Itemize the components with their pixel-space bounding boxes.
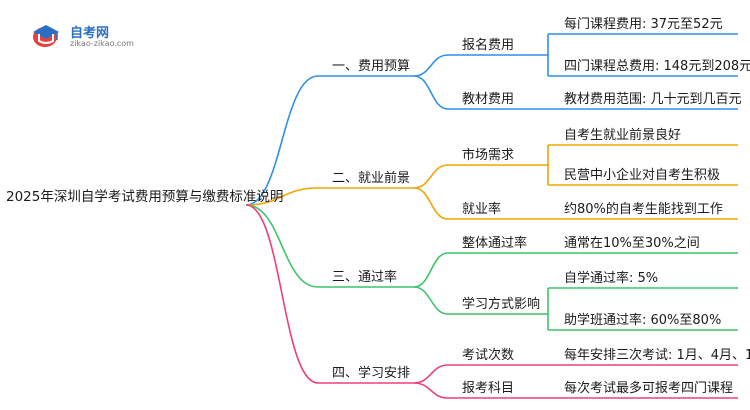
branch-topic: 三、通过率 bbox=[332, 269, 397, 285]
leaf-detail: 民营中小企业对自考生积极 bbox=[564, 167, 720, 183]
subtopic-connector bbox=[413, 364, 449, 384]
subtopic: 市场需求 bbox=[462, 147, 514, 163]
leaf-detail: 自考生就业前景良好 bbox=[564, 127, 681, 143]
leaf-detail: 自学通过率: 5% bbox=[564, 270, 658, 286]
logo-site-url: zikao-zikao.com bbox=[70, 39, 134, 48]
leaf-detail: 每年安排三次考试: 1月、4月、10月 bbox=[564, 347, 750, 363]
branch-topic: 一、费用预算 bbox=[332, 59, 410, 74]
subtopic: 考试次数 bbox=[462, 347, 514, 363]
leaf-detail: 每次考试最多可报考四门课程 bbox=[564, 380, 733, 396]
subtopic-connector bbox=[413, 54, 449, 77]
connector-lines bbox=[245, 33, 738, 399]
branch-connector bbox=[245, 187, 319, 206]
subtopic: 报名费用 bbox=[462, 37, 514, 53]
subtopic-connector bbox=[413, 252, 449, 288]
subtopic-connector bbox=[413, 75, 449, 110]
branch-connector bbox=[245, 204, 319, 384]
graduation-cap-icon bbox=[33, 25, 59, 47]
logo-site-name: 自考网 bbox=[70, 26, 110, 41]
subtopic: 报考科目 bbox=[462, 381, 514, 396]
leaf-detail: 教材费用范围: 几十元到几百元 bbox=[564, 91, 742, 107]
branch-connector bbox=[245, 75, 319, 206]
subtopic: 教材费用 bbox=[462, 91, 514, 107]
site-logo: 自考网 zikao-zikao.com bbox=[30, 20, 150, 50]
subtopic-connector bbox=[413, 164, 449, 189]
leaf-detail: 助学班通过率: 60%至80% bbox=[564, 312, 721, 328]
root-topic: 2025年深圳自学考试费用预算与缴费标准说明 bbox=[6, 189, 283, 205]
leaf-detail: 约80%的自考生能找到工作 bbox=[564, 201, 723, 217]
branch-connector bbox=[245, 204, 319, 288]
subtopic: 整体通过率 bbox=[462, 235, 527, 251]
subtopic: 学习方式影响 bbox=[462, 296, 540, 312]
branch-topic: 四、学习安排 bbox=[332, 365, 410, 381]
leaf-detail: 四门课程总费用: 148元到208元 bbox=[564, 59, 750, 74]
subtopic-connector bbox=[413, 382, 449, 399]
subtopic-connector bbox=[413, 286, 449, 315]
subtopic: 就业率 bbox=[462, 201, 501, 217]
node-labels: 2025年深圳自学考试费用预算与缴费标准说明 一、费用预算 报名费用 每门课程费用: … bbox=[6, 16, 750, 396]
branch-topic: 二、就业前景 bbox=[332, 170, 410, 186]
leaf-detail: 通常在10%至30%之间 bbox=[564, 236, 700, 251]
leaf-detail: 每门课程费用: 37元至52元 bbox=[564, 16, 723, 32]
subtopic-connector bbox=[413, 187, 449, 220]
